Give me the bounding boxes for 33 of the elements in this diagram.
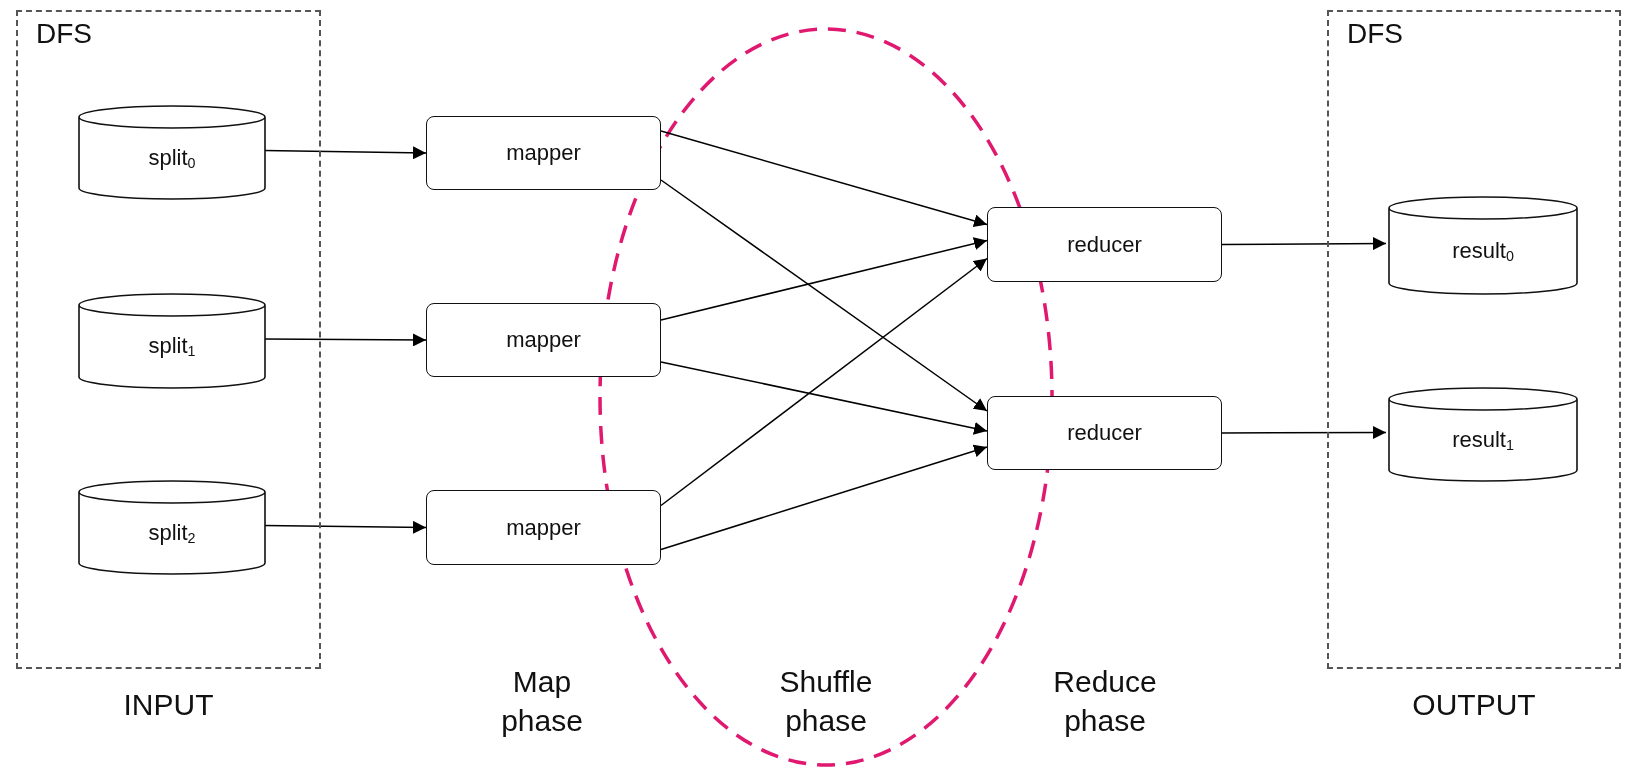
arrow	[263, 520, 427, 534]
node-label: mapper	[505, 139, 582, 167]
node-label: split$_{1}$	[147, 332, 197, 361]
arrow	[660, 361, 988, 435]
process-box	[426, 116, 661, 190]
node-label: split$_{2}$	[147, 518, 197, 548]
arrow	[660, 257, 988, 507]
process-box	[987, 207, 1222, 282]
phase-label: Map phase	[500, 664, 584, 739]
node-label: result$_{0}$	[1451, 236, 1515, 266]
process-box	[426, 490, 661, 565]
group-title: DFS	[1347, 18, 1403, 50]
arrow	[660, 179, 988, 412]
arrow	[660, 130, 988, 228]
arrow	[1221, 237, 1387, 251]
arrow	[263, 333, 427, 347]
node-label: result$_{1}$	[1451, 425, 1515, 455]
arrow	[660, 444, 988, 551]
arrow	[1221, 426, 1387, 440]
group-caption: OUTPUT	[1411, 687, 1537, 723]
node-label: reducer	[1066, 230, 1143, 259]
node-label: mapper	[505, 326, 582, 354]
node-label: mapper	[505, 513, 582, 542]
process-box	[426, 303, 661, 377]
group-title: DFS	[36, 18, 92, 50]
process-box	[987, 396, 1222, 470]
node-label: reducer	[1066, 419, 1143, 447]
phase-label: Shuffle phase	[778, 664, 874, 739]
arrow	[263, 146, 427, 160]
node-label: split$_{0}$	[147, 143, 197, 173]
group-caption: INPUT	[122, 687, 215, 723]
phase-label: Reduce phase	[1052, 664, 1158, 739]
arrow	[660, 237, 988, 321]
